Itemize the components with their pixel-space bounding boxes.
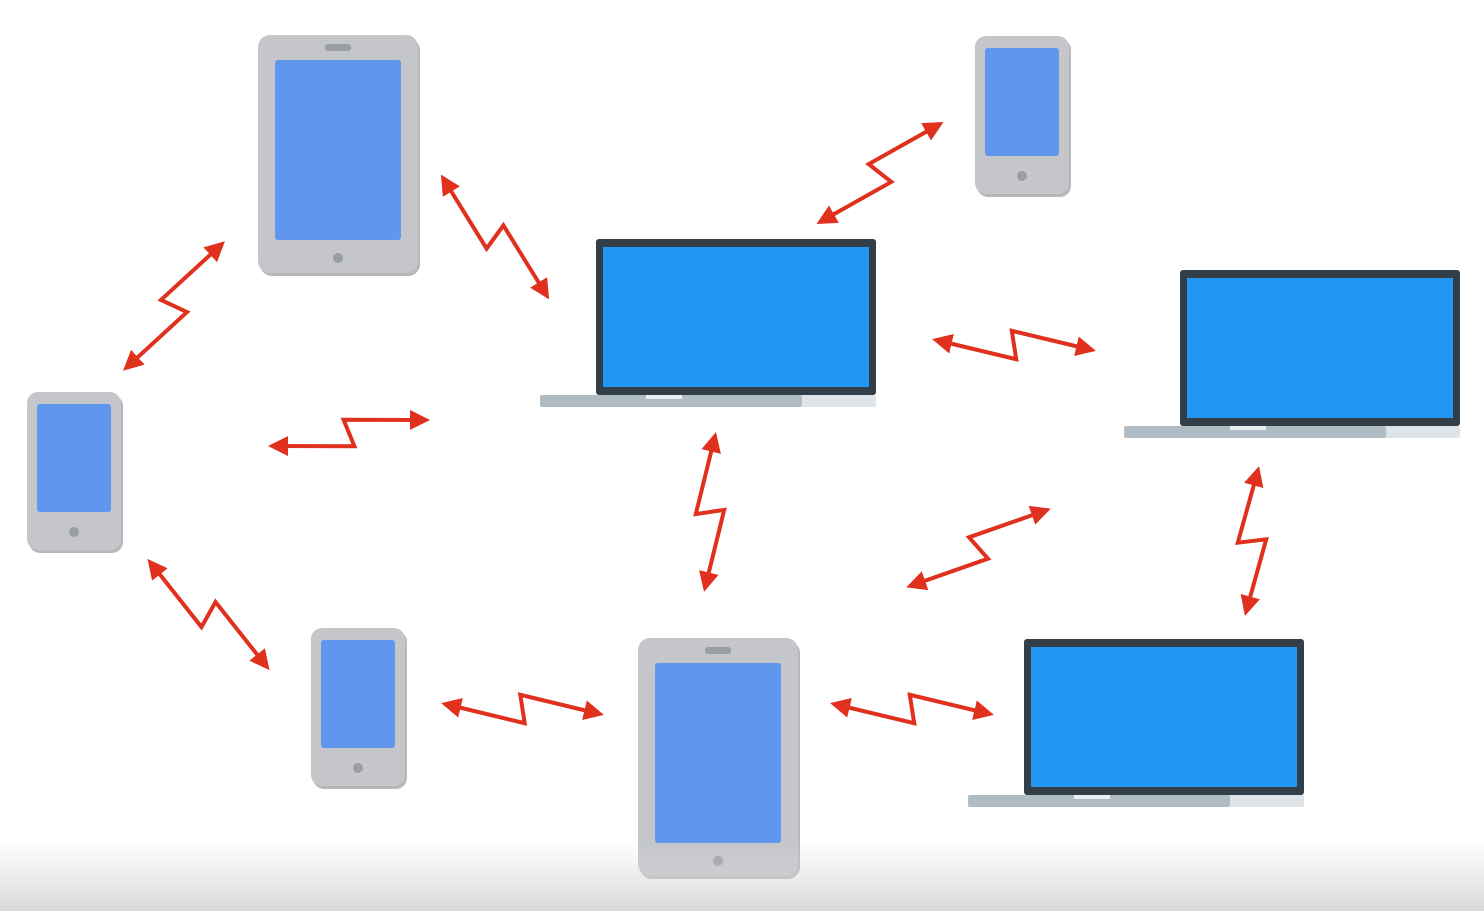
laptop-screen <box>1187 278 1453 418</box>
laptop-base <box>1124 426 1386 438</box>
laptop-notch <box>1074 795 1110 799</box>
phone-icon <box>27 392 123 553</box>
phone-home-button <box>353 763 363 773</box>
lightning-arrow-icon <box>268 409 430 457</box>
laptop-icon <box>968 639 1304 807</box>
lightning-arrow-icon <box>440 174 550 300</box>
tablet-screen <box>655 663 781 843</box>
laptop-notch <box>646 395 682 399</box>
phone-icon <box>975 36 1071 197</box>
phone-home-button <box>1017 171 1027 181</box>
laptop-notch <box>1230 426 1266 430</box>
laptop-icon <box>1124 270 1460 438</box>
phone-screen <box>37 404 111 512</box>
laptop-screen <box>603 247 869 387</box>
lightning-arrow-icon <box>932 328 1096 362</box>
phone-screen <box>321 640 395 748</box>
lightning-arrow-icon <box>830 692 994 726</box>
bottom-shadow <box>0 841 1484 911</box>
phone-screen <box>985 48 1059 156</box>
connections-layer <box>123 122 1269 726</box>
lightning-arrow-icon <box>693 432 727 592</box>
laptop-base <box>968 795 1230 807</box>
laptop-screen <box>1031 647 1297 787</box>
lightning-arrow-icon <box>1235 466 1269 616</box>
phone-icon <box>311 628 407 789</box>
phone-home-button <box>69 527 79 537</box>
tablet-speaker <box>705 647 731 654</box>
tablet-home-button <box>333 253 343 263</box>
lightning-arrow-icon <box>441 692 604 726</box>
laptop-base <box>540 395 802 407</box>
devices-layer <box>27 35 1460 879</box>
lightning-arrow-icon <box>816 122 944 224</box>
tablet-speaker <box>325 44 351 51</box>
lightning-arrow-icon <box>147 558 270 671</box>
tablet-icon <box>258 35 420 276</box>
lightning-arrow-icon <box>123 241 225 371</box>
tablet-icon <box>638 638 800 879</box>
lightning-arrow-icon <box>906 505 1051 591</box>
laptop-icon <box>540 239 876 407</box>
tablet-screen <box>275 60 401 240</box>
